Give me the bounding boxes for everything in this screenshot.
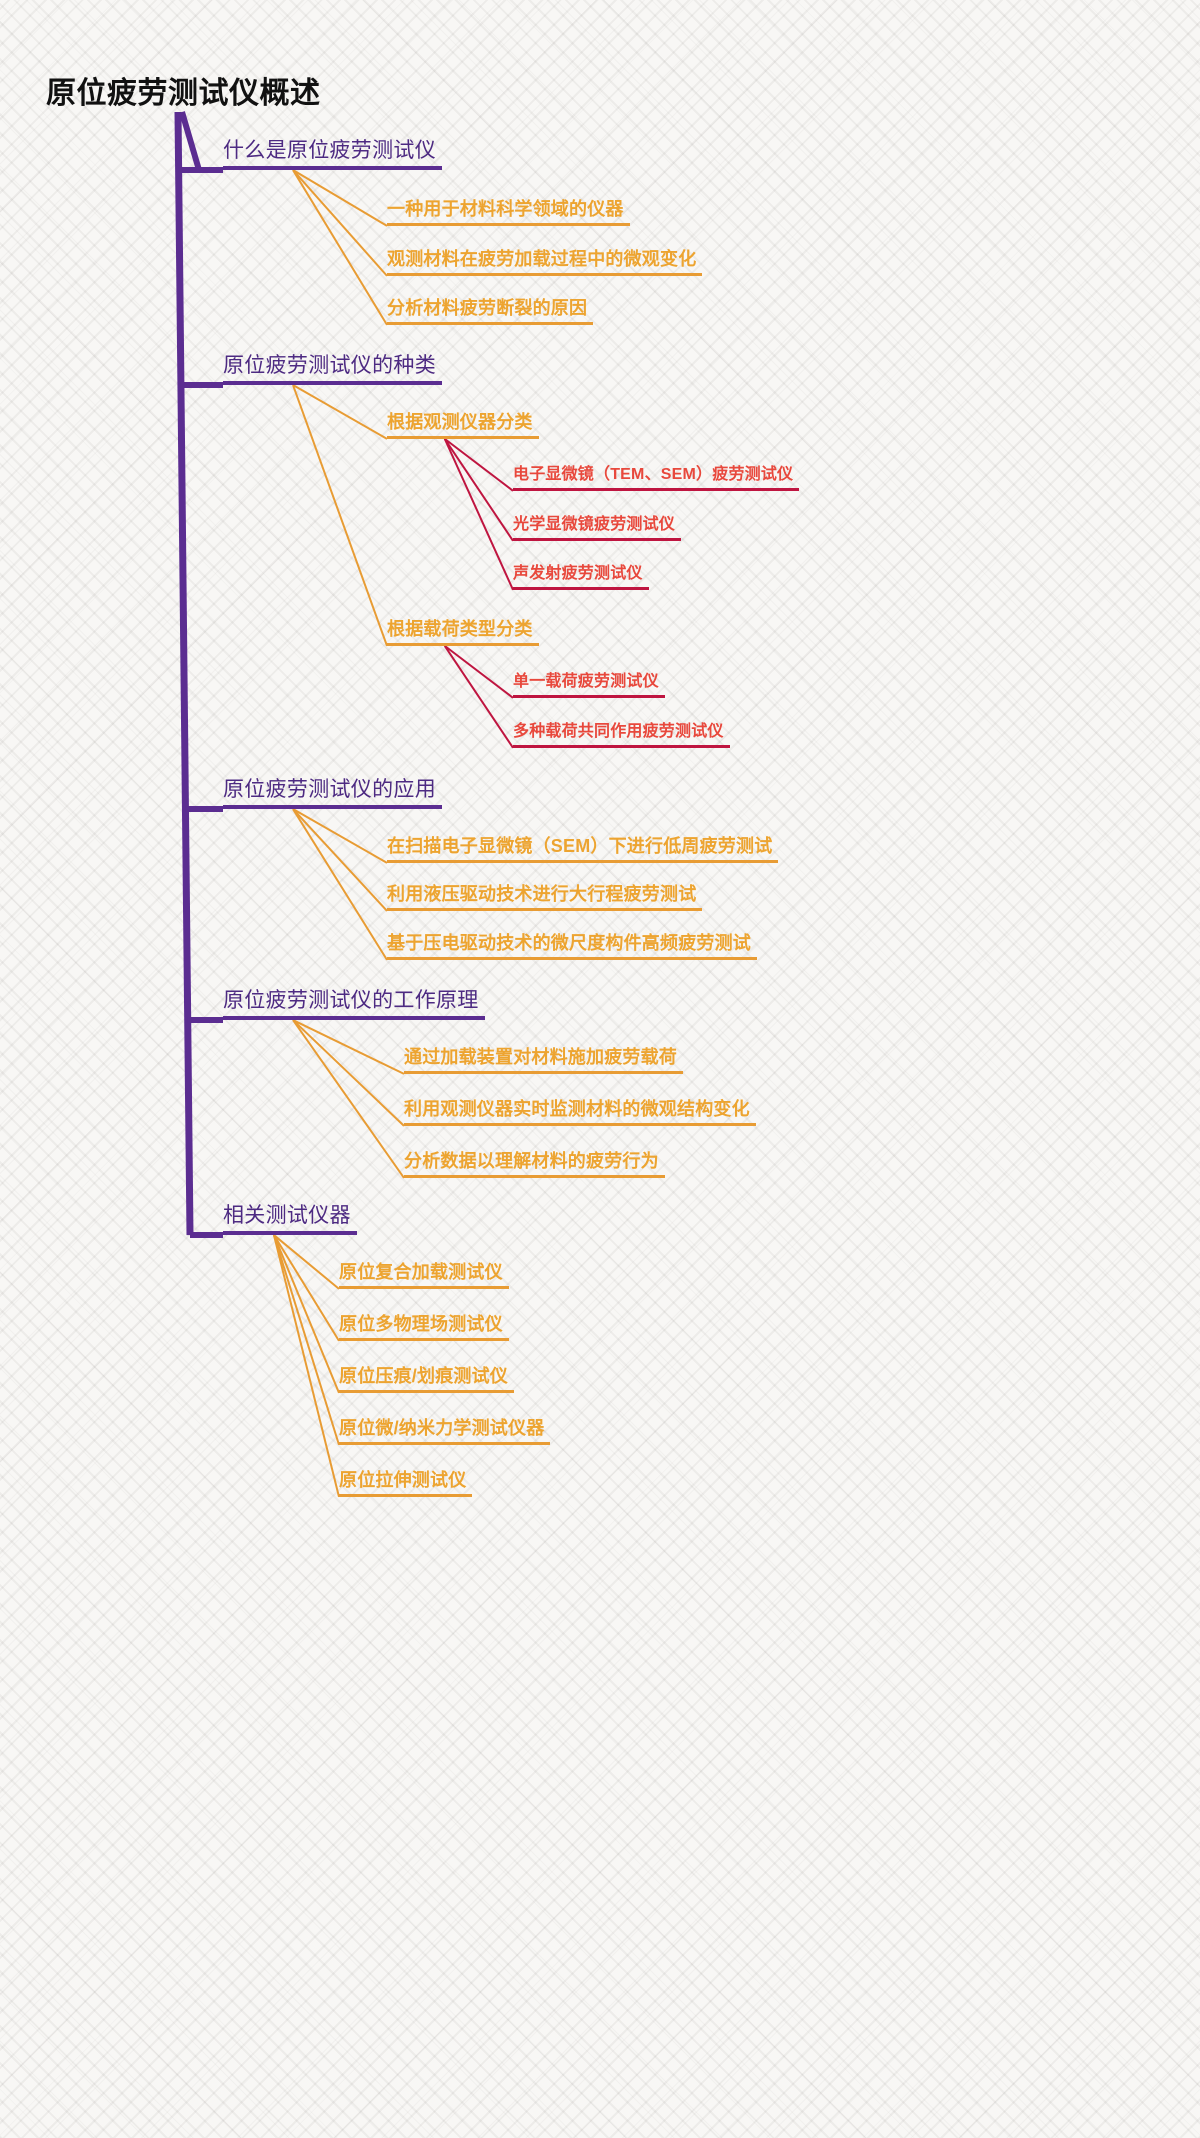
leaf-underline <box>513 537 681 541</box>
root-label: 原位疲劳测试仪概述 <box>46 77 321 110</box>
branch-underline <box>223 1016 485 1021</box>
leaf-node-1-1-0[interactable]: 单一载荷疲劳测试仪 <box>513 673 665 698</box>
sub-label: 利用观测仪器实时监测材料的微观结构变化 <box>404 1099 750 1119</box>
sub-node-4-1[interactable]: 原位多物理场测试仪 <box>339 1315 509 1341</box>
leaf-label: 多种载荷共同作用疲劳测试仪 <box>513 723 724 740</box>
branch-underline <box>223 1231 357 1236</box>
sub-label: 原位多物理场测试仪 <box>339 1314 503 1334</box>
branch-node-2[interactable]: 原位疲劳测试仪的应用 <box>223 778 442 810</box>
leaf-underline <box>513 487 799 491</box>
leaf-label: 光学显微镜疲劳测试仪 <box>513 516 676 533</box>
leaf-node-1-1-1[interactable]: 多种载荷共同作用疲劳测试仪 <box>513 723 730 748</box>
leaf-node-1-0-2[interactable]: 声发射疲劳测试仪 <box>513 565 649 590</box>
sub-underline <box>387 222 630 226</box>
sub-node-3-0[interactable]: 通过加载装置对材料施加疲劳载荷 <box>404 1048 683 1074</box>
sub-underline <box>387 321 593 325</box>
sub-label: 一种用于材料科学领域的仪器 <box>387 199 624 219</box>
leaf-node-1-0-0[interactable]: 电子显微镜（TEM、SEM）疲劳测试仪 <box>513 466 799 491</box>
branch-node-0[interactable]: 什么是原位疲劳测试仪 <box>223 139 442 171</box>
sub-node-1-0[interactable]: 根据观测仪器分类 <box>387 413 539 439</box>
sub-node-2-2[interactable]: 基于压电驱动技术的微尺度构件高频疲劳测试 <box>387 934 757 960</box>
sub-underline <box>387 272 702 276</box>
sub-node-4-0[interactable]: 原位复合加载测试仪 <box>339 1263 509 1289</box>
sub-label: 原位微/纳米力学测试仪器 <box>339 1418 545 1438</box>
sub-underline <box>387 859 778 863</box>
leaf-underline <box>513 694 665 698</box>
sub-node-2-1[interactable]: 利用液压驱动技术进行大行程疲劳测试 <box>387 885 702 911</box>
sub-node-0-0[interactable]: 一种用于材料科学领域的仪器 <box>387 200 630 226</box>
sub-label: 原位压痕/划痕测试仪 <box>339 1366 508 1386</box>
sub-node-4-2[interactable]: 原位压痕/划痕测试仪 <box>339 1367 514 1393</box>
sub-node-3-2[interactable]: 分析数据以理解材料的疲劳行为 <box>404 1152 665 1178</box>
branch-label: 原位疲劳测试仪的工作原理 <box>223 989 479 1012</box>
branch-label: 什么是原位疲劳测试仪 <box>223 139 436 162</box>
branch-node-3[interactable]: 原位疲劳测试仪的工作原理 <box>223 989 485 1021</box>
sub-node-0-1[interactable]: 观测材料在疲劳加载过程中的微观变化 <box>387 250 702 276</box>
sub-underline <box>339 1389 514 1393</box>
sub-underline <box>404 1174 665 1178</box>
sub-underline <box>387 435 539 439</box>
sub-label: 原位拉伸测试仪 <box>339 1470 467 1490</box>
leaf-label: 声发射疲劳测试仪 <box>513 565 643 582</box>
sub-underline <box>404 1070 683 1074</box>
sub-label: 分析数据以理解材料的疲劳行为 <box>404 1151 659 1171</box>
sub-node-4-3[interactable]: 原位微/纳米力学测试仪器 <box>339 1419 550 1445</box>
sub-label: 通过加载装置对材料施加疲劳载荷 <box>404 1047 677 1067</box>
sub-label: 原位复合加载测试仪 <box>339 1262 503 1282</box>
sub-label: 观测材料在疲劳加载过程中的微观变化 <box>387 249 697 269</box>
leaf-underline <box>513 744 730 748</box>
sub-label: 基于压电驱动技术的微尺度构件高频疲劳测试 <box>387 933 751 953</box>
branch-label: 相关测试仪器 <box>223 1204 351 1227</box>
sub-node-4-4[interactable]: 原位拉伸测试仪 <box>339 1471 472 1497</box>
leaf-label: 单一载荷疲劳测试仪 <box>513 673 659 690</box>
sub-underline <box>387 642 539 646</box>
sub-underline <box>339 1337 509 1341</box>
branch-node-1[interactable]: 原位疲劳测试仪的种类 <box>223 354 442 386</box>
mindmap-root-title: 原位疲劳测试仪概述 <box>46 78 321 110</box>
sub-node-1-1[interactable]: 根据载荷类型分类 <box>387 620 539 646</box>
branch-underline <box>223 166 442 171</box>
sub-node-0-2[interactable]: 分析材料疲劳断裂的原因 <box>387 299 593 325</box>
branch-underline <box>223 805 442 810</box>
sub-underline <box>339 1285 509 1289</box>
sub-label: 在扫描电子显微镜（SEM）下进行低周疲劳测试 <box>387 836 773 856</box>
sub-underline <box>387 907 702 911</box>
leaf-underline <box>513 586 649 590</box>
sub-node-2-0[interactable]: 在扫描电子显微镜（SEM）下进行低周疲劳测试 <box>387 837 778 863</box>
sub-label: 根据载荷类型分类 <box>387 619 533 639</box>
sub-label: 利用液压驱动技术进行大行程疲劳测试 <box>387 884 697 904</box>
sub-underline <box>387 956 757 960</box>
sub-underline <box>339 1441 550 1445</box>
branch-underline <box>223 381 442 386</box>
leaf-node-1-0-1[interactable]: 光学显微镜疲劳测试仪 <box>513 516 681 541</box>
sub-underline <box>404 1122 756 1126</box>
sub-underline <box>339 1493 472 1497</box>
sub-node-3-1[interactable]: 利用观测仪器实时监测材料的微观结构变化 <box>404 1100 756 1126</box>
leaf-label: 电子显微镜（TEM、SEM）疲劳测试仪 <box>513 466 794 483</box>
branch-label: 原位疲劳测试仪的种类 <box>223 354 436 377</box>
sub-label: 分析材料疲劳断裂的原因 <box>387 298 588 318</box>
branch-label: 原位疲劳测试仪的应用 <box>223 778 436 801</box>
sub-label: 根据观测仪器分类 <box>387 412 533 432</box>
branch-node-4[interactable]: 相关测试仪器 <box>223 1204 357 1236</box>
